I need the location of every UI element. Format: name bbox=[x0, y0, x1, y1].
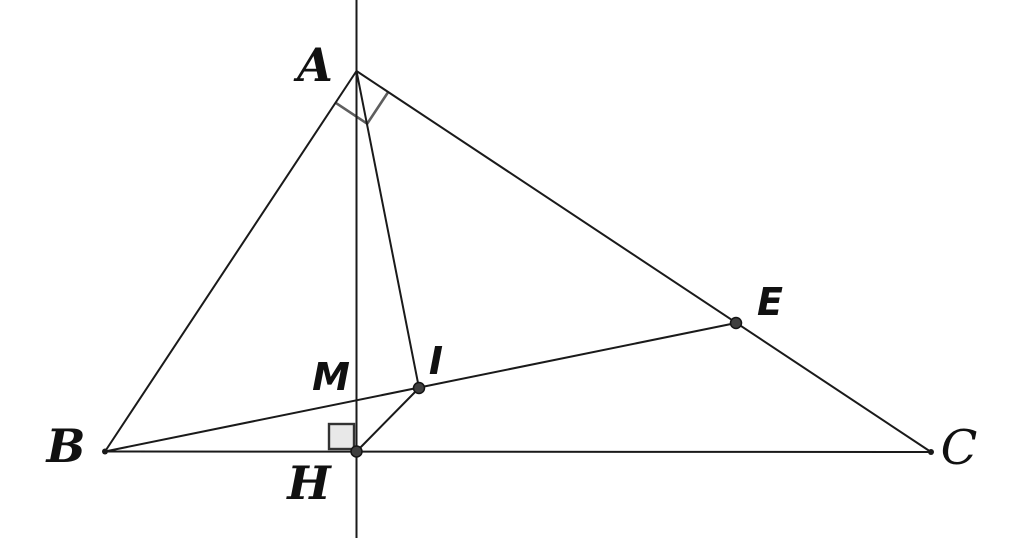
right-angle-mark-H bbox=[327, 422, 356, 451]
segment-IH bbox=[355, 387, 420, 453]
label-point-H: H bbox=[287, 456, 331, 510]
side-AC bbox=[355, 70, 932, 453]
segment-AI bbox=[355, 70, 420, 389]
side-AB bbox=[104, 70, 358, 453]
point-dot-C bbox=[928, 449, 934, 455]
point-dot-E bbox=[729, 316, 743, 330]
label-point-E: E bbox=[757, 280, 783, 324]
point-dot-B bbox=[102, 448, 108, 455]
label-vertex-C: C bbox=[940, 420, 978, 476]
label-point-M: M bbox=[312, 355, 350, 399]
point-dot-H bbox=[350, 445, 363, 458]
label-vertex-B: B bbox=[46, 419, 86, 473]
label-point-I: I bbox=[428, 339, 444, 383]
side-BC bbox=[104, 450, 932, 453]
label-vertex-A: A bbox=[297, 38, 333, 92]
point-dot-I bbox=[412, 381, 426, 395]
